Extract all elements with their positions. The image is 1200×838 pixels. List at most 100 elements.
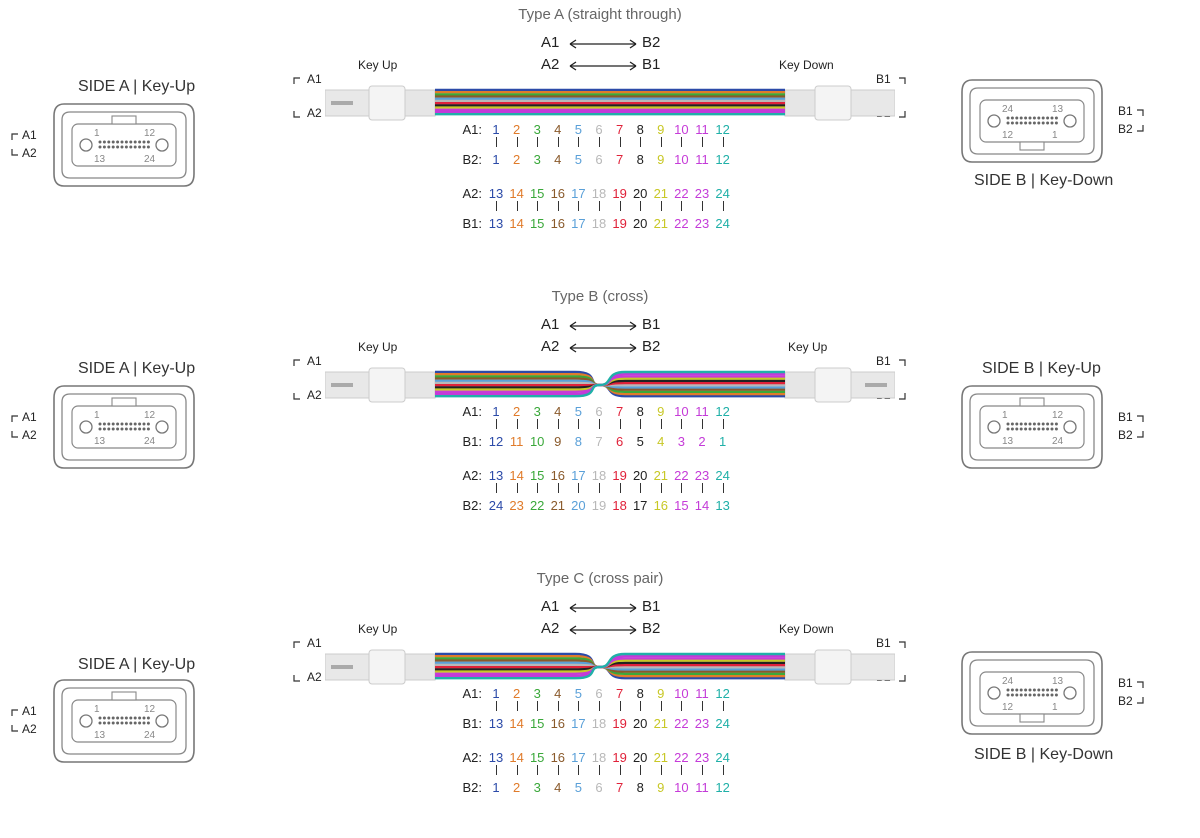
fiber-number: 9 <box>657 780 665 795</box>
fiber-number: 6 <box>615 434 624 449</box>
fiber-number: 4 <box>554 780 562 795</box>
bracket-icon <box>1137 125 1144 132</box>
fiber-number: 22 <box>674 216 689 231</box>
mapping-tick <box>557 483 559 493</box>
swap-from-label: A2 <box>541 56 560 73</box>
fiber-number: 24 <box>715 750 730 765</box>
swap-from-label: A1 <box>541 598 560 615</box>
fiber-number: 8 <box>636 152 644 167</box>
side-b-label: SIDE B | Key-Down <box>974 746 1114 763</box>
mapping-tick <box>681 419 683 429</box>
double-arrow-icon <box>569 603 637 613</box>
mapping-tick <box>537 483 539 493</box>
fiber-number: 23 <box>509 498 524 513</box>
mapping-row-header: B1: <box>462 716 482 731</box>
side-top-label: B1 <box>1118 410 1133 424</box>
swap-from-label: A2 <box>541 338 560 355</box>
mapping-tick <box>619 483 621 493</box>
fiber-number: 9 <box>554 434 562 449</box>
mapping-tick <box>681 765 683 775</box>
fiber-number: 21 <box>550 498 566 513</box>
cable-end-label: A2 <box>307 106 322 120</box>
mapping-tick <box>557 419 559 429</box>
fiber-number: 5 <box>574 122 582 137</box>
fiber-number: 19 <box>612 468 627 483</box>
mapping-tick <box>702 701 703 711</box>
fiber-number: 11 <box>509 434 524 449</box>
left-key-label: Key Up <box>358 58 398 72</box>
fiber-number: 6 <box>595 122 603 137</box>
cable-end-label: A1 <box>307 72 322 86</box>
fiber-number: 20 <box>632 716 648 731</box>
mapping-tick <box>681 483 683 493</box>
fiber-number: 8 <box>636 404 644 419</box>
fiber-number: 9 <box>657 686 665 701</box>
double-arrow-icon <box>569 625 637 635</box>
fiber-number: 24 <box>715 186 730 201</box>
pin-number-label: 1 <box>1002 410 1008 421</box>
fiber-number: 11 <box>695 122 709 137</box>
fiber-number: 21 <box>653 468 669 483</box>
fiber-number: 1 <box>492 780 500 795</box>
swap-to-label: B1 <box>642 598 661 615</box>
swap-to-label: B1 <box>642 56 661 73</box>
side-a-label: SIDE A | Key-Up <box>78 360 196 377</box>
mapping-row-header: B2: <box>462 780 482 795</box>
fiber-number: 18 <box>591 186 607 201</box>
mapping-tick <box>599 483 600 493</box>
fiber-number: 1 <box>492 686 500 701</box>
fiber-number: 14 <box>509 216 524 231</box>
mapping-tick <box>640 419 642 429</box>
mapping-tick <box>537 137 539 147</box>
fiber-number: 3 <box>533 780 541 795</box>
pin-number-label: 12 <box>144 410 156 421</box>
cable-end-label: A2 <box>307 388 322 402</box>
mapping-tick <box>619 419 621 429</box>
fiber-number: 19 <box>612 186 627 201</box>
mapping-row-header: A1: <box>462 404 482 419</box>
cable-end-label: B1 <box>876 354 891 368</box>
fiber-number: 10 <box>674 404 689 419</box>
pin-number-label: 13 <box>1002 436 1014 447</box>
fiber-number: 16 <box>550 468 566 483</box>
fiber-number: 23 <box>694 750 710 765</box>
fiber-number: 22 <box>529 498 545 513</box>
bracket-icon <box>293 393 300 400</box>
fiber-number: 4 <box>657 434 665 449</box>
mapping-tick <box>681 137 683 147</box>
mapping-tick <box>702 201 703 211</box>
cable-end-label: A1 <box>307 354 322 368</box>
left-key-label: Key Up <box>358 340 398 354</box>
mapping-tick <box>496 483 497 493</box>
pin-number-label: 1 <box>94 128 100 139</box>
fiber-number: 21 <box>653 716 669 731</box>
mapping-tick <box>516 201 518 211</box>
fiber-number: 24 <box>715 716 730 731</box>
mapping-tick <box>681 201 683 211</box>
fiber-number: 11 <box>695 780 709 795</box>
swap-to-label: B2 <box>642 620 661 637</box>
side-bottom-label: A2 <box>22 428 37 442</box>
fiber-number: 12 <box>715 404 730 419</box>
mapping-tick <box>557 137 559 147</box>
mapping-tick <box>496 701 497 711</box>
fiber-number: 12 <box>488 434 504 449</box>
mapping-row-header: B1: <box>462 216 482 231</box>
fiber-number: 13 <box>488 716 504 731</box>
bracket-icon <box>293 111 300 118</box>
fiber-number: 17 <box>632 498 648 513</box>
fiber-number: 16 <box>550 186 566 201</box>
mapping-tick <box>640 137 642 147</box>
mapping-tick <box>722 483 724 493</box>
fiber-number: 17 <box>571 716 586 731</box>
fiber-number: 18 <box>591 216 607 231</box>
connector-face-icon <box>961 79 1103 163</box>
fiber-number: 17 <box>571 468 586 483</box>
mapping-tick <box>702 765 703 775</box>
connector-face-icon <box>53 679 195 763</box>
fiber-number: 4 <box>554 152 562 167</box>
mapping-tick <box>537 201 539 211</box>
fiber-number: 1 <box>492 152 500 167</box>
side-top-label: B1 <box>1118 676 1133 690</box>
fiber-cable-icon <box>325 367 895 403</box>
